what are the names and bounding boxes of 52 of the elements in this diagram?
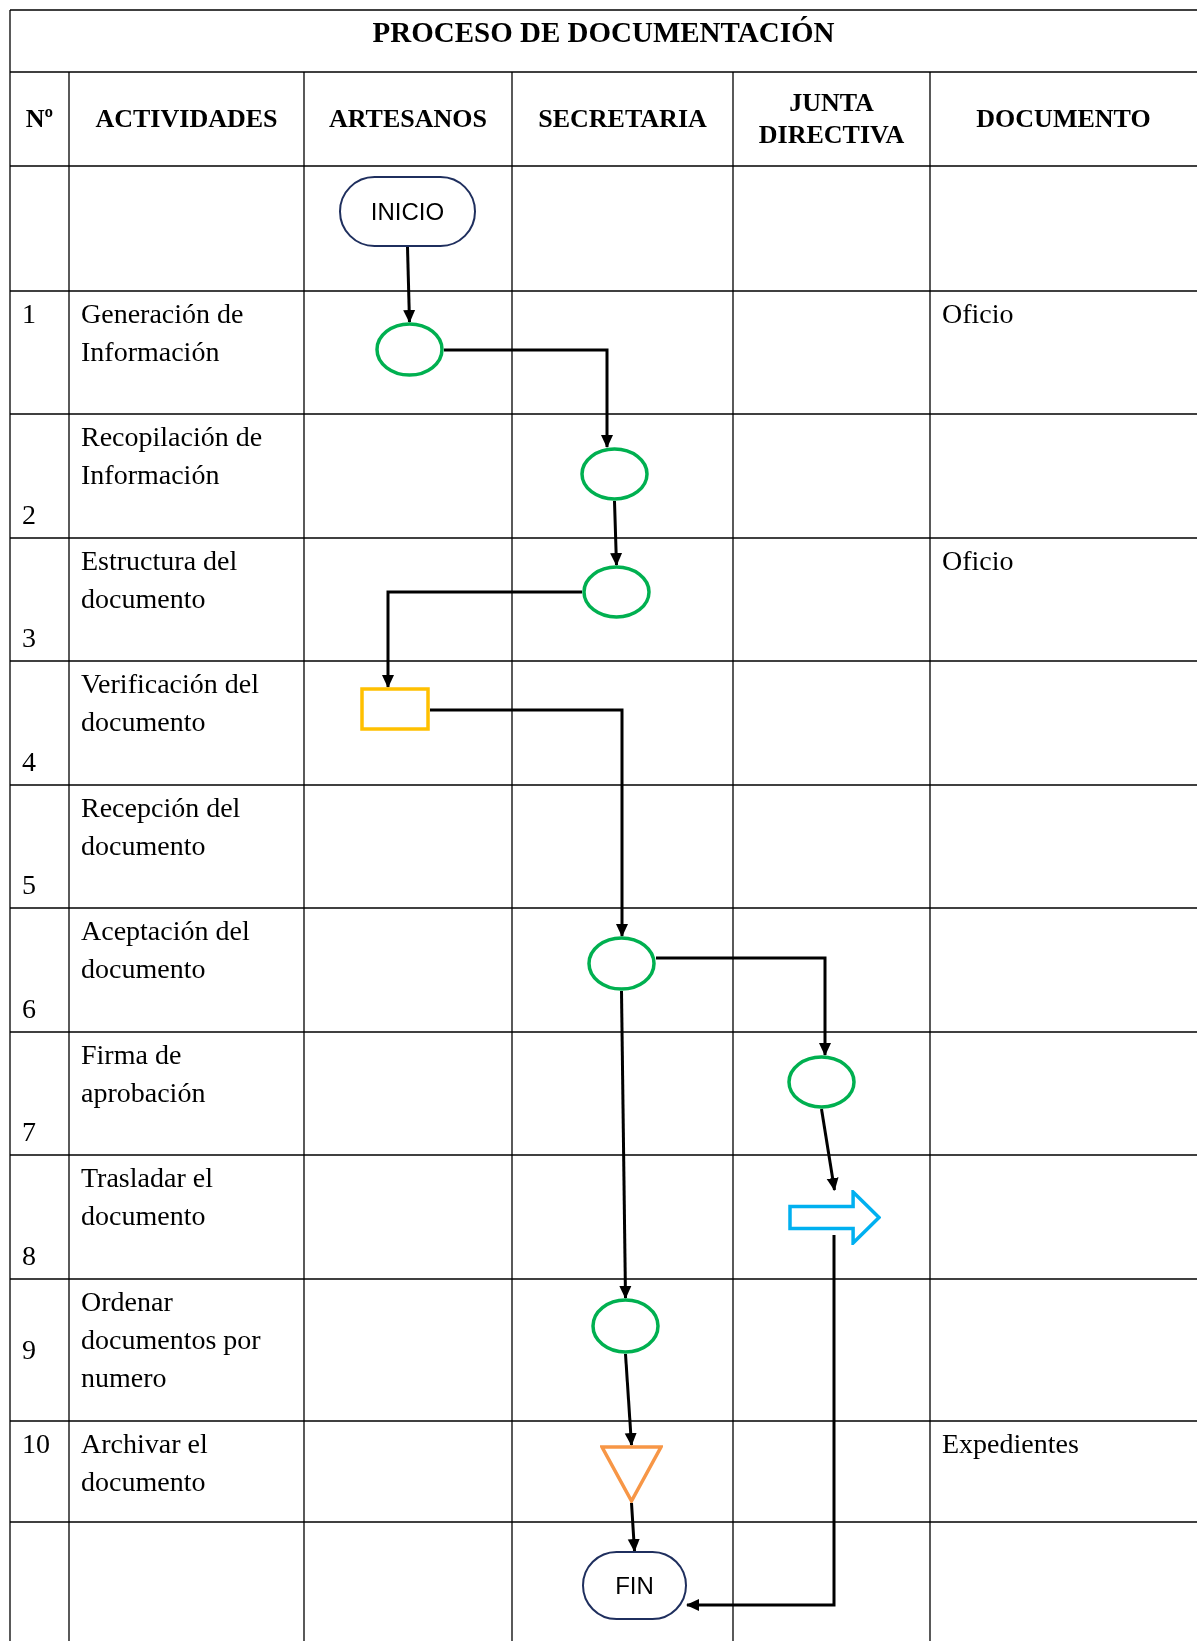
column-header: SECRETARIA <box>537 102 708 135</box>
flow-arrow <box>430 708 628 937</box>
column-header: Nº <box>24 102 55 135</box>
flow-arrow <box>382 590 582 688</box>
flow-arrow <box>656 956 831 1056</box>
row-number: 5 <box>22 868 37 903</box>
column-header: JUNTA DIRECTIVA <box>757 86 906 151</box>
activity-text: Firma de aprobación <box>81 1038 207 1110</box>
document-text: Oficio <box>942 297 1015 331</box>
process-circle <box>580 447 649 501</box>
row-number: 1 <box>22 297 37 331</box>
process-circle <box>375 322 444 377</box>
activity-text: Verificación del documento <box>81 667 261 739</box>
storage-triangle <box>600 1445 663 1503</box>
row-number: 6 <box>22 992 37 1027</box>
document-text: Expedientes <box>942 1427 1080 1461</box>
inspection-rectangle <box>360 687 430 731</box>
terminator-box: INICIO <box>339 176 476 247</box>
process-circle <box>787 1055 856 1109</box>
process-circle <box>587 936 656 991</box>
row-number: 10 <box>22 1427 51 1461</box>
activity-text: Recopilación de Información <box>81 420 264 492</box>
activity-text: Recepción del documento <box>81 791 242 863</box>
column-header: ACTIVIDADES <box>94 102 279 135</box>
column-header: ARTESANOS <box>328 102 488 135</box>
activity-text: Archivar el documento <box>81 1427 209 1499</box>
flow-arrow <box>610 500 623 566</box>
process-circle <box>582 565 651 619</box>
activity-text: Ordenar documentos por numero <box>81 1285 262 1395</box>
flow-arrow <box>444 348 613 448</box>
document-text: Oficio <box>942 544 1015 578</box>
flow-arrow <box>820 1108 839 1191</box>
flow-arrow <box>627 1502 640 1552</box>
activity-text: Aceptación del documento <box>81 914 251 986</box>
activity-text: Trasladar el documento <box>81 1161 214 1233</box>
activity-text: Estructura del documento <box>81 544 239 616</box>
column-header: DOCUMENTO <box>975 102 1152 135</box>
flow-arrow <box>686 1235 836 1611</box>
row-number: 3 <box>22 621 37 656</box>
flow-arrow <box>619 991 632 1299</box>
row-number: 2 <box>22 498 37 533</box>
table-title: PROCESO DE DOCUMENTACIÓN <box>371 15 836 50</box>
row-number: 7 <box>22 1115 37 1150</box>
transport-arrow <box>788 1190 881 1245</box>
row-number: 9 <box>22 1333 37 1368</box>
flow-arrow <box>624 1353 637 1446</box>
flow-arrow <box>403 246 416 323</box>
activity-text: Generación de Información <box>81 297 245 369</box>
terminator-box: FIN <box>582 1551 687 1620</box>
row-number: 4 <box>22 745 37 780</box>
row-number: 8 <box>22 1239 37 1274</box>
process-circle <box>591 1298 660 1354</box>
